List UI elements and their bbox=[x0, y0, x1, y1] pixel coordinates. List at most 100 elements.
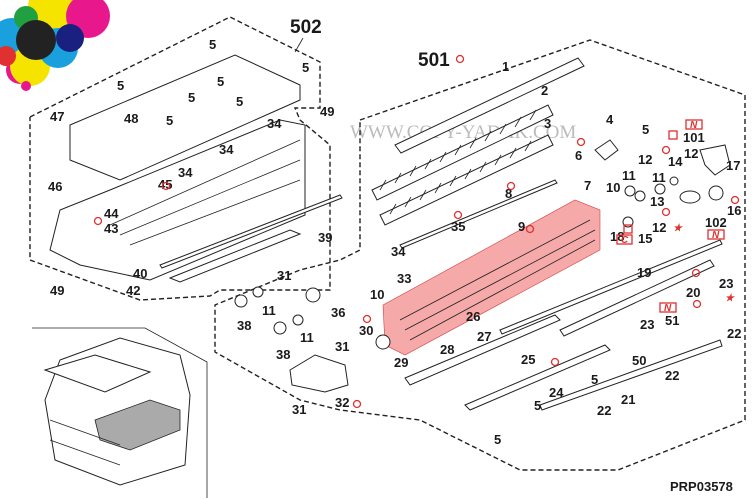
callout-label: 5 bbox=[642, 122, 649, 137]
discontinued-box-icon bbox=[668, 130, 678, 140]
callout-label: 35 bbox=[451, 219, 465, 234]
callout-label: 6 bbox=[575, 148, 582, 163]
lower-left-gears bbox=[234, 286, 391, 393]
callout-label: 43 bbox=[104, 221, 118, 236]
callout-label: 44 bbox=[104, 206, 119, 221]
refresh-icon bbox=[453, 210, 463, 220]
callout-label: 38 bbox=[276, 347, 290, 362]
callout-label: 3 bbox=[544, 116, 551, 131]
refresh-icon bbox=[576, 137, 586, 147]
assembly-rail bbox=[409, 239, 596, 341]
assembly-rail bbox=[399, 219, 591, 321]
bar-24 bbox=[464, 344, 611, 411]
callout-label: 5 bbox=[166, 113, 173, 128]
tray-rib bbox=[119, 159, 301, 236]
callout-label: 47 bbox=[50, 109, 64, 124]
changed-badge: C bbox=[616, 234, 633, 246]
callout-label: 30 bbox=[359, 323, 373, 338]
callout-label: 14 bbox=[668, 154, 683, 169]
callout-label: 5 bbox=[591, 372, 598, 387]
callout-label: 1 bbox=[502, 59, 509, 74]
refresh-icon bbox=[730, 195, 740, 205]
group-502-label: 502 bbox=[290, 17, 322, 38]
refresh-icon bbox=[506, 181, 516, 191]
callout-label: 22 bbox=[727, 326, 741, 341]
refresh-icon bbox=[93, 216, 103, 226]
rod-19 bbox=[499, 239, 723, 335]
callout-label: 31 bbox=[277, 268, 291, 283]
callout-label: 28 bbox=[440, 342, 454, 357]
callout-label: 15 bbox=[638, 231, 652, 246]
callout-label: 34 bbox=[178, 165, 193, 180]
callout-label: 10 bbox=[606, 180, 620, 195]
callout-label: 21 bbox=[621, 392, 635, 407]
callout-label: 23 bbox=[640, 317, 654, 332]
callout-label: 31 bbox=[292, 402, 306, 417]
diagram-code: PRP03578 bbox=[670, 479, 733, 494]
plate-25 bbox=[404, 314, 561, 386]
new-part-badge: N bbox=[685, 119, 703, 131]
inset-copier bbox=[32, 327, 208, 498]
callout-label: 8 bbox=[505, 186, 512, 201]
callout-label: 10 bbox=[370, 287, 384, 302]
refresh-icon bbox=[691, 268, 701, 278]
callout-label: 26 bbox=[466, 309, 480, 324]
callout-label: 4 bbox=[606, 112, 614, 127]
callout-label: 38 bbox=[237, 318, 251, 333]
tray-rib bbox=[129, 179, 301, 246]
callout-label: 11 bbox=[300, 330, 314, 345]
callout-label: 46 bbox=[48, 179, 62, 194]
callout-label: 34 bbox=[267, 116, 282, 131]
labels-501: 1 2 3 4 5 6 7 8 9 10 11 11 12 12 12 13 1… bbox=[391, 59, 741, 447]
callout-label: 12 bbox=[684, 146, 698, 161]
callout-label: 5 bbox=[494, 432, 501, 447]
callout-label: 9 bbox=[518, 219, 525, 234]
new-part-badge-text: N bbox=[664, 303, 672, 314]
callout-label: 49 bbox=[50, 283, 64, 298]
changed-badge-text: C bbox=[621, 235, 629, 246]
callout-label: 50 bbox=[632, 353, 646, 368]
callout-label: 39 bbox=[318, 230, 332, 245]
callout-label: 16 bbox=[727, 203, 741, 218]
callout-label: 36 bbox=[331, 305, 345, 320]
red-markers: N N N C ★ ★ bbox=[93, 119, 740, 409]
callout-label: 17 bbox=[726, 158, 740, 173]
refresh-icon bbox=[455, 54, 465, 64]
bar-21 bbox=[539, 339, 723, 411]
part-39-bar bbox=[159, 194, 343, 269]
new-part-badge-text: N bbox=[712, 230, 720, 241]
rod-8 bbox=[399, 179, 558, 249]
callout-label: 101 bbox=[683, 130, 705, 145]
callout-label: 12 bbox=[638, 152, 652, 167]
new-part-badge: N bbox=[659, 302, 677, 314]
callout-label: 29 bbox=[394, 355, 408, 370]
callout-label: 5 bbox=[188, 90, 195, 105]
callout-label: 20 bbox=[686, 285, 700, 300]
callout-label: 5 bbox=[217, 74, 224, 89]
part-40-plate bbox=[168, 229, 302, 283]
callout-label: 25 bbox=[521, 352, 535, 367]
callout-label: 32 bbox=[335, 395, 349, 410]
refresh-icon bbox=[525, 224, 535, 234]
refresh-icon bbox=[661, 145, 671, 155]
callout-label: 7 bbox=[584, 178, 591, 193]
callout-label: 5 bbox=[534, 398, 541, 413]
callout-label: 33 bbox=[397, 271, 411, 286]
callout-label: 48 bbox=[124, 111, 138, 126]
auger-2 bbox=[371, 104, 554, 201]
callout-label: 11 bbox=[622, 168, 636, 183]
callout-label: 23 bbox=[719, 276, 733, 291]
callout-label: 13 bbox=[650, 194, 664, 209]
callout-label: 2 bbox=[541, 83, 548, 98]
callout-label: 42 bbox=[126, 283, 140, 298]
callout-label: 19 bbox=[637, 265, 651, 280]
callout-label: 49 bbox=[320, 104, 334, 119]
callout-label: 34 bbox=[219, 142, 234, 157]
refresh-icon bbox=[550, 357, 560, 367]
callout-label: 22 bbox=[665, 368, 679, 383]
auger-3 bbox=[379, 134, 554, 226]
callout-label: 40 bbox=[133, 266, 147, 281]
callout-label: 22 bbox=[597, 403, 611, 418]
callout-label: 5 bbox=[302, 60, 309, 75]
